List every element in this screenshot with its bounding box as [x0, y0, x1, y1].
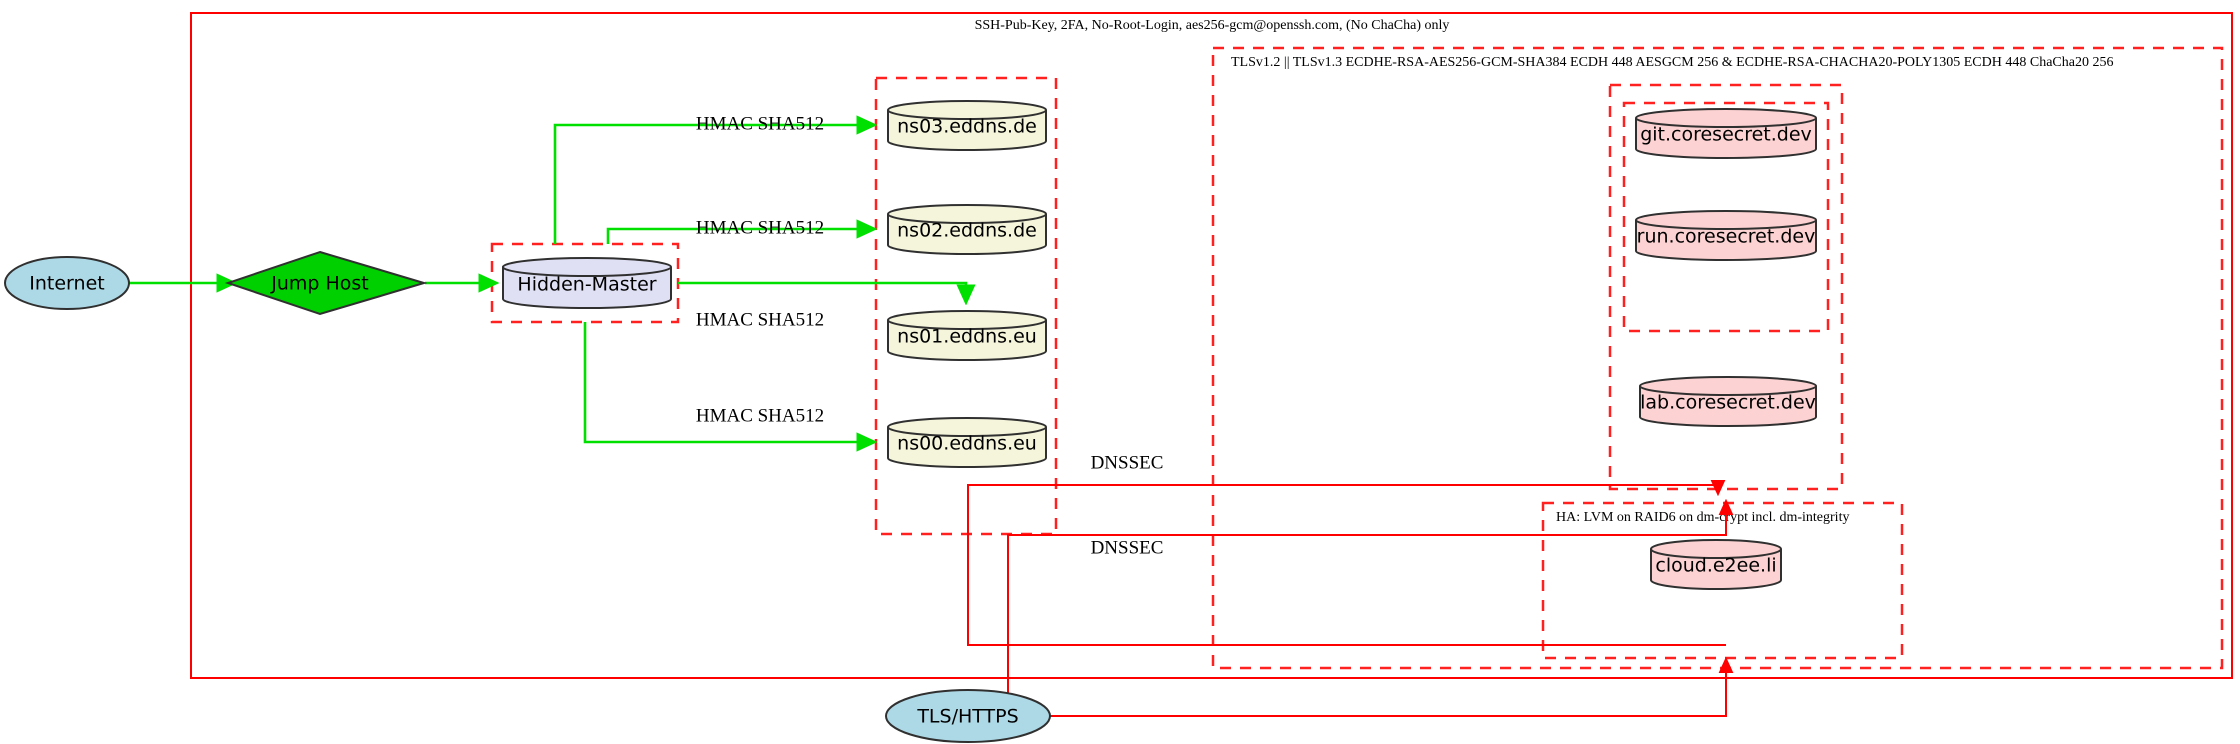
node-lab-coresecret-body[interactable]	[1639, 376, 1817, 427]
node-ns03-top	[887, 109, 1047, 120]
node-ns02[interactable]: ns02.eddns.de	[887, 204, 1047, 255]
node-ns01-label: ns01.eddns.eu	[897, 326, 1037, 348]
node-git-coresecret[interactable]: git.coresecret.dev	[1635, 108, 1817, 159]
node-cloud-e2ee-top	[1650, 548, 1782, 559]
cluster-tls-label: TLSv1.2 || TLSv1.3 ECDHE-RSA-AES256-GCM-…	[1231, 55, 2113, 70]
node-git-coresecret-label: git.coresecret.dev	[1640, 124, 1812, 146]
cluster-ha: HA: LVM on RAID6 on dm-crypt incl. dm-in…	[1541, 501, 1904, 660]
node-internet-shape[interactable]	[4, 256, 130, 310]
red-edges	[967, 485, 1726, 717]
cluster-coresecret-inner	[1622, 101, 1830, 333]
node-ns01-top	[887, 319, 1047, 330]
node-run-coresecret-body[interactable]	[1635, 210, 1817, 261]
edge-hiddenmaster-to-ns03	[553, 125, 872, 244]
edge-hiddenmaster-to-ns00	[583, 322, 872, 442]
node-ns02-body[interactable]	[887, 204, 1047, 255]
node-hidden-master[interactable]: Hidden-Master	[502, 257, 672, 309]
green-edges	[126, 125, 966, 442]
cluster-tls-box	[1211, 46, 2224, 670]
edge-label-hmac-ns03: HMAC SHA512	[696, 113, 824, 134]
cluster-ha-box	[1541, 501, 1904, 660]
cluster-outer-ssh: SSH-Pub-Key, 2FA, No-Root-Login, aes256-…	[190, 12, 2233, 679]
edge-labels: HMAC SHA512 HMAC SHA512 HMAC SHA512 HMAC…	[696, 113, 1164, 558]
node-tls-https-label: TLS/HTTPS	[916, 706, 1018, 728]
node-git-coresecret-top	[1635, 117, 1817, 128]
edge-label-hmac-ns00: HMAC SHA512	[696, 405, 824, 426]
node-jump-host[interactable]: Jump Host	[224, 250, 428, 316]
node-cloud-e2ee-body[interactable]	[1650, 539, 1782, 590]
node-tls-https-shape[interactable]	[885, 689, 1051, 743]
node-ns03[interactable]: ns03.eddns.de	[887, 100, 1047, 151]
node-internet[interactable]: Internet	[4, 256, 130, 310]
edge-dnssec-bracket	[967, 485, 1726, 646]
node-ns03-body[interactable]	[887, 100, 1047, 151]
cluster-coresecret-outer	[1608, 83, 1844, 491]
node-ns01-body[interactable]	[887, 310, 1047, 361]
edge-tlshttps-to-ha	[1050, 661, 1726, 717]
cluster-tls: TLSv1.2 || TLSv1.3 ECDHE-RSA-AES256-GCM-…	[1211, 46, 2224, 670]
node-ns00-label: ns00.eddns.eu	[897, 433, 1037, 455]
cluster-outer-ssh-label: SSH-Pub-Key, 2FA, No-Root-Login, aes256-…	[975, 18, 1450, 33]
cluster-outer-ssh-box	[190, 12, 2233, 679]
node-ns00-top	[887, 426, 1047, 437]
cluster-nameservers	[874, 76, 1058, 536]
node-lab-coresecret-top	[1639, 385, 1817, 396]
node-tls-https[interactable]: TLS/HTTPS	[885, 689, 1051, 743]
edge-label-hmac-ns02: HMAC SHA512	[696, 217, 824, 238]
node-hidden-master-body[interactable]	[502, 257, 672, 309]
node-lab-coresecret-label: lab.coresecret.dev	[1640, 392, 1816, 414]
cluster-coresecret-inner-box	[1622, 101, 1830, 333]
node-ns01[interactable]: ns01.eddns.eu	[887, 310, 1047, 361]
node-run-coresecret-top	[1635, 219, 1817, 230]
node-git-coresecret-body[interactable]	[1635, 108, 1817, 159]
edge-dnssec-lower	[1007, 503, 1726, 716]
node-ns00[interactable]: ns00.eddns.eu	[887, 417, 1047, 468]
node-run-coresecret-label: run.coresecret.dev	[1637, 226, 1816, 248]
edge-hiddenmaster-to-ns01	[678, 281, 966, 300]
node-cloud-e2ee[interactable]: cloud.e2ee.li	[1650, 539, 1782, 590]
node-cloud-e2ee-label: cloud.e2ee.li	[1655, 555, 1776, 577]
node-hidden-master-top	[502, 266, 672, 277]
edge-label-dnssec-lower: DNSSEC	[1091, 537, 1164, 558]
edge-hiddenmaster-to-ns02	[606, 229, 872, 244]
edge-label-hmac-ns01: HMAC SHA512	[696, 309, 824, 330]
node-hidden-master-label: Hidden-Master	[517, 274, 656, 296]
node-ns02-top	[887, 213, 1047, 224]
cluster-nameservers-box	[874, 76, 1058, 536]
node-ns02-label: ns02.eddns.de	[897, 220, 1037, 242]
node-jump-host-shape[interactable]	[224, 250, 428, 316]
edge-label-dnssec-upper: DNSSEC	[1091, 452, 1164, 473]
cluster-coresecret-outer-box	[1608, 83, 1844, 491]
node-run-coresecret[interactable]: run.coresecret.dev	[1635, 210, 1817, 261]
node-ns03-label: ns03.eddns.de	[897, 116, 1037, 138]
node-internet-label: Internet	[29, 273, 104, 295]
node-ns00-body[interactable]	[887, 417, 1047, 468]
cluster-ha-label: HA: LVM on RAID6 on dm-crypt incl. dm-in…	[1556, 510, 1849, 525]
node-jump-host-label: Jump Host	[270, 273, 369, 295]
node-lab-coresecret[interactable]: lab.coresecret.dev	[1639, 376, 1817, 427]
